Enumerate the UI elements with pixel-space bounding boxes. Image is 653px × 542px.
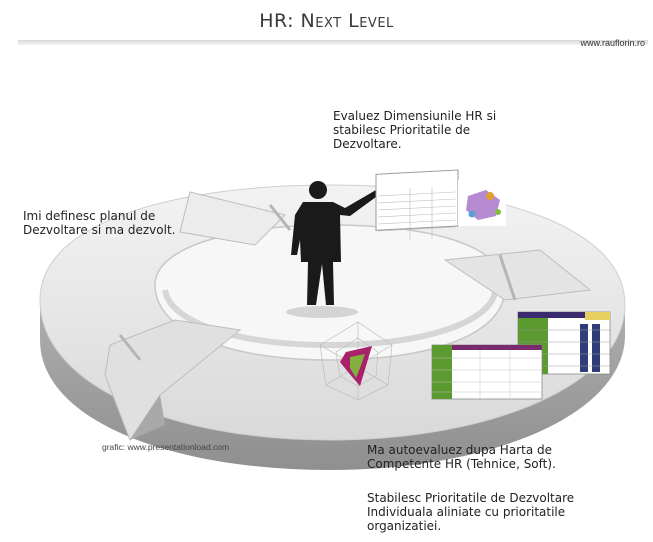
caption-priorities: Stabilesc Prioritatile de Dezvoltare Ind… [367,491,575,533]
caption-evaluate: Evaluez Dimensiunile HR si stabilesc Pri… [333,109,497,151]
spreadsheet-header [518,312,610,318]
ring-hole-rim [162,289,498,349]
spreadsheet-highlight [585,312,610,320]
competency-table [431,344,543,400]
map-node-orange [486,192,494,200]
hr-dimensions-table [375,169,459,240]
radar-area-inner [350,354,365,378]
page-title: HR: Next Level [259,10,394,32]
segment-gap-1 [268,204,292,231]
segment-gap-2 [498,254,517,301]
radar-chart-thumbnail [319,321,393,401]
figure-body [291,190,380,305]
competency-table-header [452,345,542,350]
arrow-head-right [443,249,592,301]
presenter-figure [286,181,380,318]
website-label[interactable]: www.rauflorin.ro [580,38,645,48]
title-underline [18,40,648,45]
map-node-blue [468,210,476,218]
figure-shadow [286,306,358,318]
table-sheet [375,169,459,231]
segment-gap-3 [118,334,142,361]
figure-head [309,181,327,199]
competency-table-col [432,345,452,399]
map-node-green [495,209,501,215]
caption-plan: Imi definesc planul de Dezvoltare si ma … [23,209,176,237]
ring-arrows [104,191,592,442]
graphic-credit[interactable]: grafic: www.presentationload.com [102,442,230,452]
priority-map-thumbnail [458,180,506,226]
caption-self-assess: Ma autoevaluez dupa Harta de Competente … [367,443,556,471]
arrow-head-left-side [130,395,165,440]
arrow-head-top [179,191,286,246]
